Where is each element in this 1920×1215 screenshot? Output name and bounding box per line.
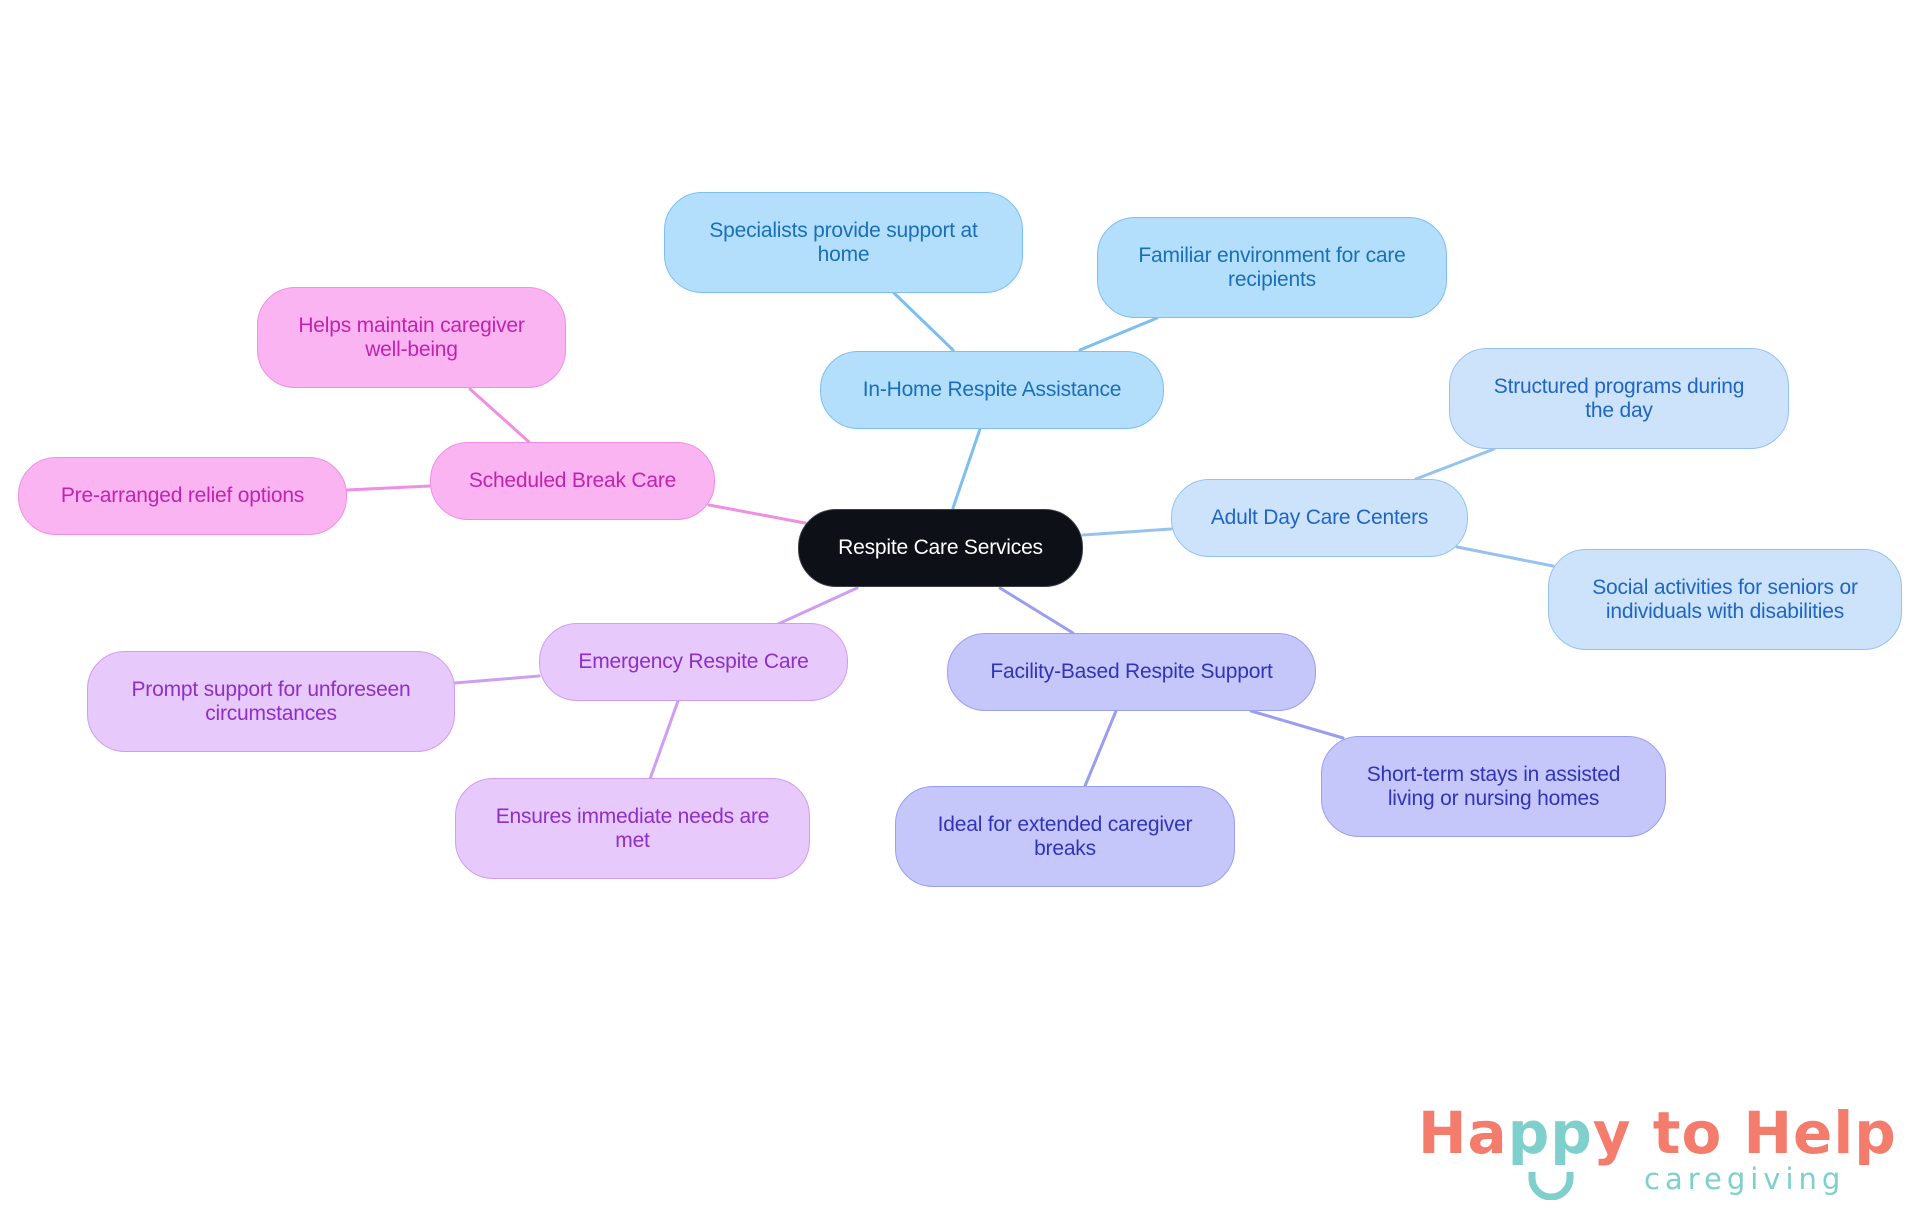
leaf-label-line: Familiar environment for care [1138,243,1406,267]
edge-root-adult [1081,527,1173,537]
leaf-caregiver-wellbeing[interactable]: Helps maintain caregiver well-being [257,287,566,388]
leaf-label-line: Prompt support for unforeseen [131,677,411,701]
logo-part-2: pp [1507,1099,1593,1167]
leaf-label-line: well-being [365,337,458,361]
leaf-label-line: Social activities for seniors or [1592,575,1858,599]
branch-label: Adult Day Care Centers [1210,506,1429,529]
leaf-label-line: Specialists provide support at [709,218,978,242]
leaf-label-line: Pre-arranged relief options [60,484,305,507]
edge-root-facility [998,586,1075,635]
leaf-label-line: Ensures immediate needs are [495,804,770,828]
logo-part-3: y to Help [1592,1099,1897,1167]
leaf-label-line: Ideal for extended caregiver [937,812,1193,836]
edge-inhome-specialists [892,291,955,352]
branch-label: Facility-Based Respite Support [990,660,1273,683]
edge-scheduled-prearranged [345,484,432,492]
branch-adult-day-care[interactable]: Adult Day Care Centers [1171,479,1468,557]
edge-scheduled-helps [468,387,531,444]
leaf-label-line: recipients [1228,267,1316,291]
edge-facility-ideal [1083,709,1118,788]
edge-facility-short [1249,709,1345,740]
leaf-prompt-support[interactable]: Prompt support for unforeseen circumstan… [87,651,455,752]
leaf-label-line: Structured programs during [1493,374,1745,398]
branch-label: Emergency Respite Care [578,650,809,673]
branch-label: In-Home Respite Assistance [862,378,1122,401]
logo-wordmark: Happy to Help [1418,1100,1897,1166]
logo-part-1: Ha [1418,1099,1508,1167]
leaf-label-line: circumstances [205,701,337,725]
leaf-label-line: the day [1585,398,1653,422]
branch-emergency-respite[interactable]: Emergency Respite Care [539,623,848,701]
leaf-specialists-support[interactable]: Specialists provide support at home [664,192,1023,293]
smile-icon [1528,1172,1574,1200]
edge-inhome-familiar [1078,316,1159,352]
branch-scheduled-break[interactable]: Scheduled Break Care [430,442,715,520]
edge-root-inhome [951,427,982,510]
leaf-immediate-needs[interactable]: Ensures immediate needs are met [455,778,810,879]
leaf-familiar-environment[interactable]: Familiar environment for care recipients [1097,217,1447,318]
edge-emergency-prompt [453,674,541,685]
leaf-label-line: met [615,828,650,852]
edge-adult-structured [1414,447,1496,481]
leaf-label-line: Short-term stays in assisted [1366,762,1621,786]
edge-root-scheduled [707,503,807,525]
root-node-label: Respite Care Services [838,536,1043,559]
leaf-prearranged-relief[interactable]: Pre-arranged relief options [18,457,347,535]
leaf-extended-breaks[interactable]: Ideal for extended caregiver breaks [895,786,1235,887]
leaf-label-line: home [817,242,870,266]
leaf-label-line: living or nursing homes [1387,786,1600,810]
edge-adult-social [1455,545,1555,568]
logo-tagline: caregiving [1644,1162,1846,1196]
root-node[interactable]: Respite Care Services [798,509,1083,587]
edge-root-emergency [774,586,859,627]
leaf-short-term-stays[interactable]: Short-term stays in assisted living or n… [1321,736,1666,837]
branch-label: Scheduled Break Care [468,469,677,492]
leaf-structured-programs[interactable]: Structured programs during the day [1449,348,1789,449]
branch-in-home-respite[interactable]: In-Home Respite Assistance [820,351,1164,429]
leaf-label-line: individuals with disabilities [1605,599,1845,623]
leaf-label-line: breaks [1034,836,1096,860]
leaf-label-line: Helps maintain caregiver [298,313,525,337]
leaf-social-activities[interactable]: Social activities for seniors or individ… [1548,549,1902,650]
happy-to-help-logo: Happy to Help caregiving [1418,1100,1896,1210]
edge-emergency-ensures [648,699,680,781]
branch-facility-based[interactable]: Facility-Based Respite Support [947,633,1316,711]
